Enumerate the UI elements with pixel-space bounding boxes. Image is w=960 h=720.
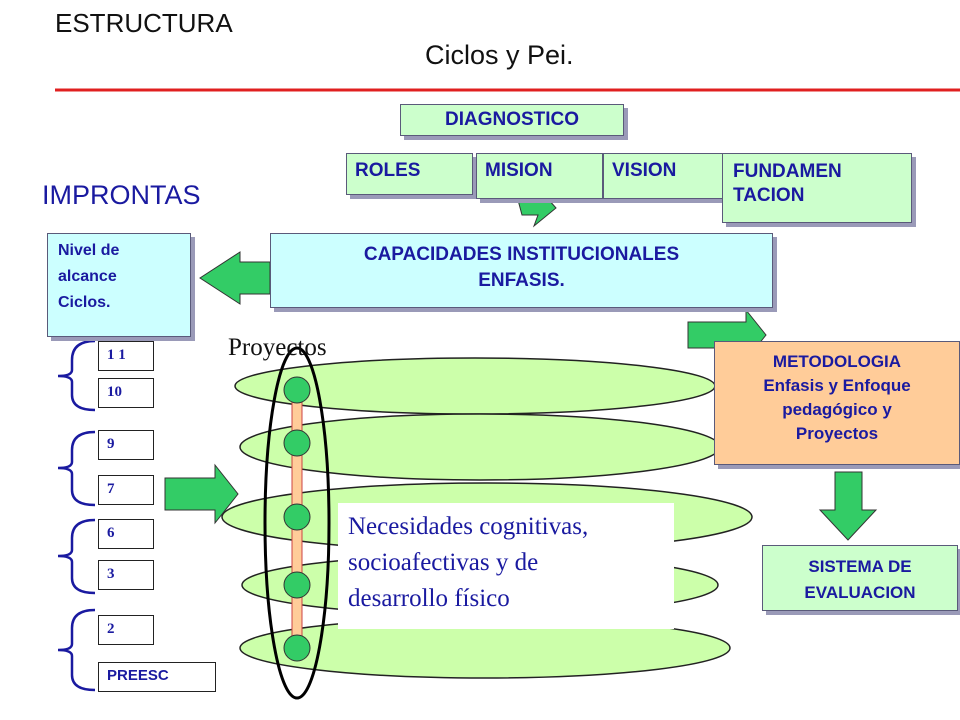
level-box: 3 [98, 560, 154, 590]
fundamentacion-line: TACION [733, 185, 805, 206]
level-box: 6 [98, 519, 154, 549]
evaluacion-line: EVALUACION [804, 583, 916, 602]
necesidades-line: desarrollo físico [348, 585, 510, 612]
proyectos-label: Proyectos [228, 334, 327, 361]
level-box: 1 1 [98, 341, 154, 371]
node-dot [283, 429, 311, 457]
page-title: ESTRUCTURA [55, 8, 233, 38]
level-box: 2 [98, 615, 154, 645]
nivel-line: alcance [58, 268, 117, 285]
node-dot [283, 503, 311, 531]
node-dot [283, 571, 311, 599]
metodologia-line: Enfasis y Enfoque [763, 376, 911, 395]
necesidades-line: socioafectivas y de [348, 549, 539, 576]
capacidades-line: ENFASIS. [478, 270, 565, 291]
level-box: 9 [98, 430, 154, 460]
necesidades-line: Necesidades cognitivas, [348, 513, 589, 540]
fundamentacion-line: FUNDAMEN [733, 161, 842, 182]
evaluacion-box: SISTEMA DE EVALUACION [762, 545, 958, 611]
level-box: 10 [98, 378, 154, 408]
metodologia-box: METODOLOGIA Enfasis y Enfoque pedagógico… [714, 341, 960, 465]
mision-label: MISION [485, 160, 553, 181]
necesidades-box: Necesidades cognitivas, socioafectivas y… [338, 503, 674, 629]
roles-box: ROLES [346, 153, 473, 195]
layer-ellipse [239, 413, 721, 481]
mision-box: MISION [476, 153, 603, 199]
diagnostico-box: DIAGNOSTICO [400, 104, 624, 136]
brace [57, 339, 96, 412]
vision-box: VISION [603, 153, 730, 199]
improntas-label: IMPRONTAS [42, 180, 201, 210]
metodologia-line: Proyectos [795, 424, 879, 443]
roles-label: ROLES [355, 160, 421, 181]
nivel-box: Nivel de alcance Ciclos. [47, 233, 191, 337]
metodologia-line: METODOLOGIA [772, 352, 902, 371]
brace [57, 518, 96, 595]
capacidades-box: CAPACIDADES INSTITUCIONALES ENFASIS. [270, 233, 773, 308]
arrow-down-evaluacion [818, 471, 878, 541]
enclosing-ellipse [263, 346, 331, 700]
nivel-line: Nivel de [58, 242, 120, 259]
vision-label: VISION [612, 160, 677, 181]
arrow-right-levels [164, 463, 239, 525]
node-dot [283, 634, 311, 662]
page-subtitle: Ciclos y Pei. [425, 40, 574, 70]
level-box: 7 [98, 475, 154, 505]
metodologia-line: pedagógico y [782, 400, 892, 419]
level-box: PREESC [98, 662, 216, 692]
diagnostico-label: DIAGNOSTICO [444, 109, 580, 130]
node-dot [283, 376, 311, 404]
arrow-left-nivel [199, 251, 271, 305]
fundamentacion-box: FUNDAMEN TACION [722, 153, 912, 223]
brace [57, 608, 96, 692]
brace [57, 430, 96, 507]
capacidades-line: CAPACIDADES INSTITUCIONALES [363, 244, 680, 265]
evaluacion-line: SISTEMA DE [808, 557, 912, 576]
nivel-line: Ciclos. [58, 294, 111, 311]
